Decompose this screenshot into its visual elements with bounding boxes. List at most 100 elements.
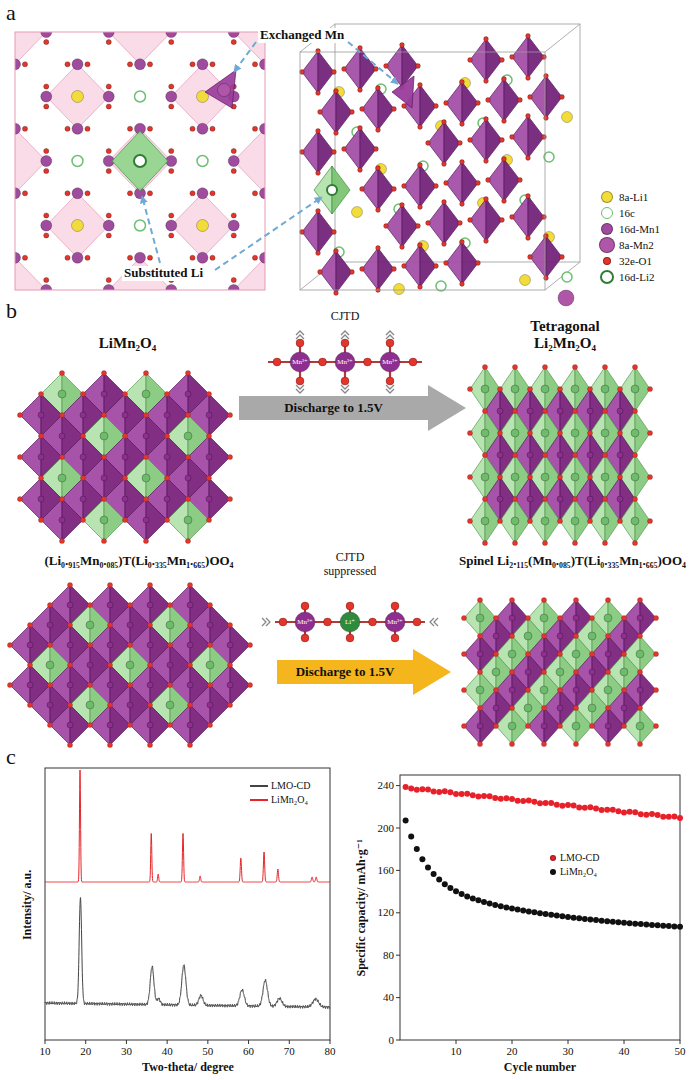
atom [301,634,309,642]
atom [185,391,191,397]
oxygen-atom [653,687,658,692]
atom [197,59,208,70]
oxygen-atom [67,582,72,587]
oxygen-atom [122,433,127,438]
oxygen-atom [509,705,514,710]
oxygen-atom [227,702,232,707]
legend-text: LMO-CD [560,850,599,866]
data-point [627,920,633,926]
octahedron [46,193,109,258]
atom [296,339,304,347]
atom [316,91,321,96]
tick-label: 200 [378,822,395,835]
oxygen-atom [512,452,517,457]
data-point [419,856,425,862]
atom [511,517,519,525]
tick-label: 240 [378,779,395,792]
oxygen-atom [617,518,622,523]
atom [601,517,609,525]
axis-title: Two-theta/ degree [142,1061,234,1075]
legend-swatch [250,799,268,801]
oxygen-atom [143,370,148,375]
oxygen-atom [27,702,32,707]
atom [318,270,323,275]
oxygen-atom [557,723,562,728]
atom [169,39,174,44]
atom [231,233,236,238]
legend-item: LiMn₂O₄ [549,864,597,880]
atom [166,701,174,709]
legend-sample-box [598,253,616,269]
tick-label: 10 [40,1045,51,1058]
atom [207,622,213,628]
atom [509,687,515,693]
atom [617,496,623,502]
jahn-teller-chain [268,331,422,393]
strain-chevron [341,335,349,339]
oxygen-atom [602,452,607,457]
data-point [655,812,661,818]
atom [402,184,407,189]
dashed-leader [234,42,256,72]
oxygen-atom [477,633,482,638]
lattice [15,32,265,290]
atom [85,255,90,260]
atom [376,86,381,91]
oxygen-atom [87,642,92,647]
atom [358,126,363,131]
legend-text: LMO-CD [271,778,310,794]
atom [207,702,213,708]
axis-tick [396,828,400,829]
oxygen-atom [80,433,85,438]
atom [147,62,152,67]
atom [384,64,389,69]
oxygen-atom [143,496,148,501]
atom [385,612,405,632]
ion-label: Li⁺ [345,618,355,626]
callout-label: Exchanged Mn [258,28,346,43]
cell-edge [300,52,545,290]
oxygen-atom [185,370,190,375]
atom [106,84,111,89]
strain-chevron [386,385,394,389]
legend-sample-box [549,850,557,866]
structure-panel: Spinel Li₂.₁₁₅(Mn₀.₀₈₅)T(Li₀.₃₃₅Mn₁.₆₆₅)… [455,554,690,742]
atom [418,243,423,248]
oxygen-atom [185,538,190,543]
atom [352,207,363,218]
atom [67,682,73,688]
oxygen-atom [617,474,622,479]
atom [80,454,86,460]
data-point [526,908,532,914]
data-point [531,909,537,915]
atom [587,496,593,502]
atom [38,412,44,418]
atom [87,662,93,668]
tick-label: 30 [563,1045,574,1058]
atom [169,148,174,153]
atom [484,117,489,122]
oxygen-atom [164,517,169,522]
atom [106,148,111,153]
legend-text: 16d-Li2 [619,269,654,285]
octahedron [15,258,46,290]
data-point [470,895,476,901]
octahedron [171,64,234,129]
octahedron [15,32,46,64]
oxygen-atom [637,741,642,746]
atom [164,412,170,418]
oxygen-atom [587,430,592,435]
tick-label: 10 [451,1045,462,1058]
crystal-structure [461,597,658,746]
oxygen-atom [632,540,637,545]
atom [127,191,132,196]
atom [477,723,483,729]
oxygen-atom [185,496,190,501]
atom [316,251,321,256]
oxygen-atom [59,496,64,501]
atom [147,642,153,648]
atom [22,62,27,67]
oxygen-atom [206,475,211,480]
atom [67,722,73,728]
atom [413,618,421,626]
